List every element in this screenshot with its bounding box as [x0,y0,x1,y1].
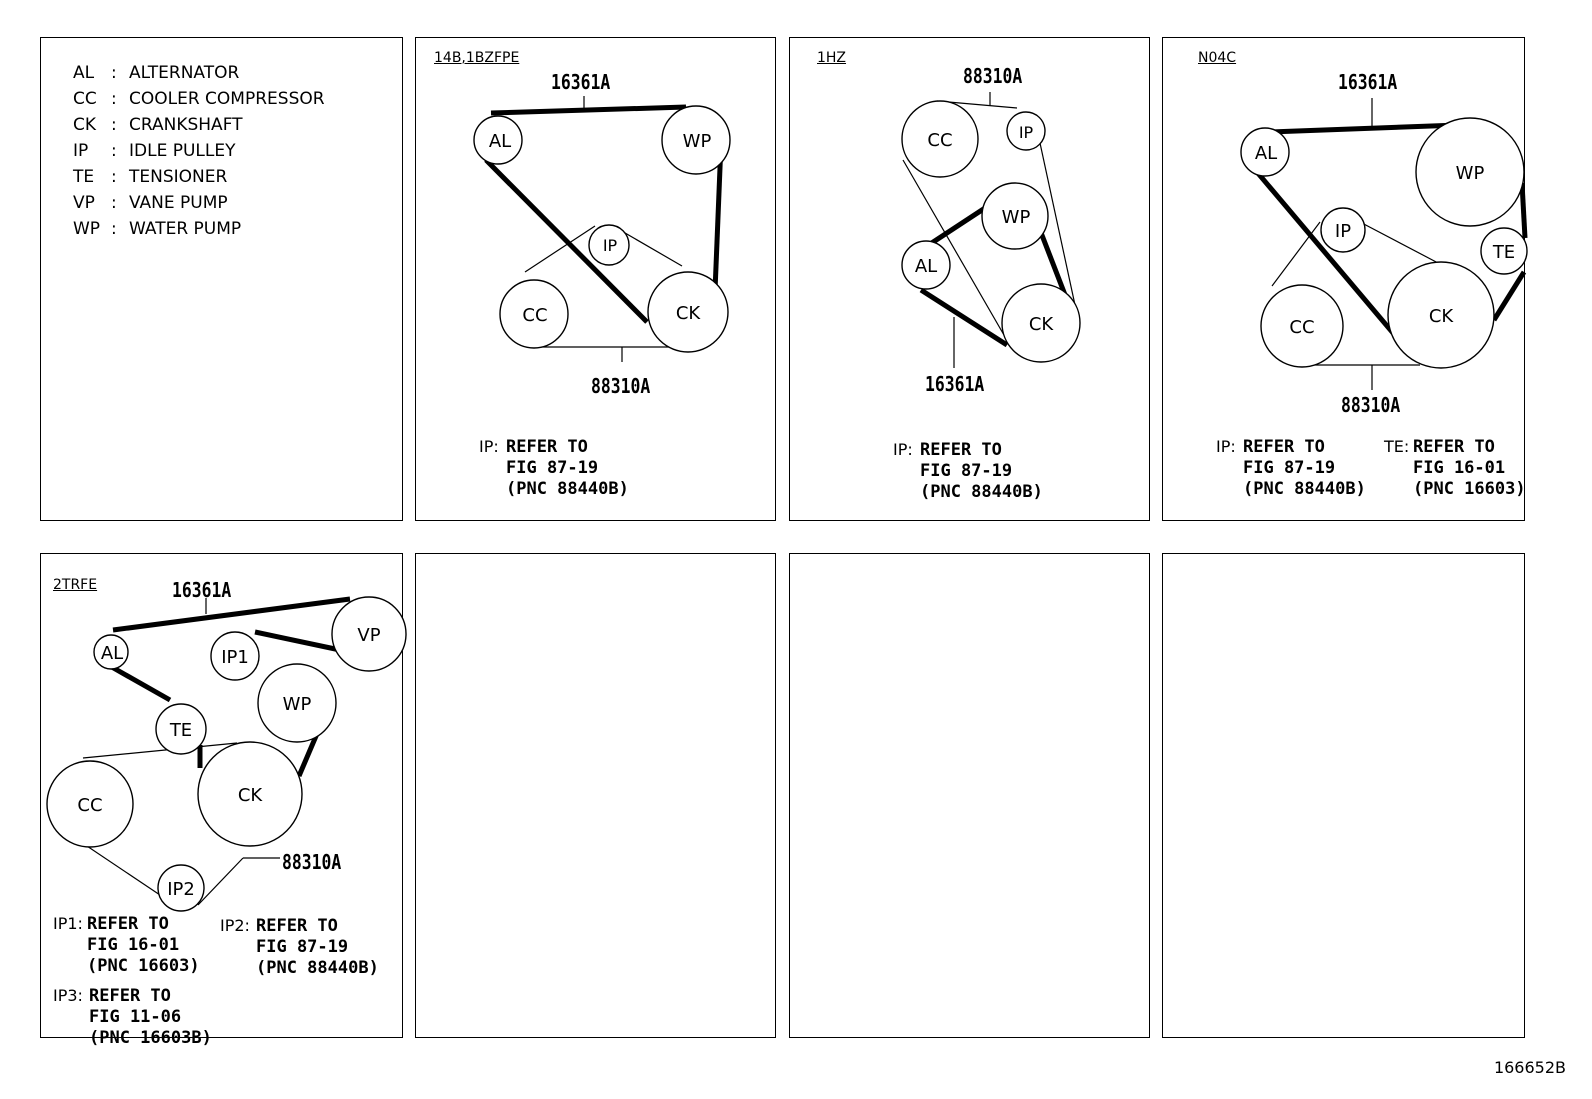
pulley-label: CC [77,795,102,816]
pulley-label: AL [1255,143,1277,164]
pulley-wp [661,105,731,175]
ref-note-ip2: IP2: REFER TO FIG 87-19 (PNC 88440B) [220,916,379,978]
legend-row-te: TE:TENSIONER [73,167,228,187]
pulley-label: TE [1492,242,1515,263]
engine-tag-n04c: N04C [1198,50,1237,66]
pulley-label: IP [1335,221,1351,242]
diagram-n04c: AL WP IP TE CC CK [1240,98,1528,390]
legend-row-wp: WP:WATER PUMP [73,219,242,239]
panel-legend [40,37,403,521]
panel-empty-3 [1162,553,1525,1038]
pulley-label: WP [1456,163,1485,184]
pulley-ip2 [157,864,205,912]
pulley-ck [1387,261,1495,369]
pulley-label: CC [927,130,952,151]
pulley-cc [1260,284,1344,368]
pulley-label: WP [1002,207,1031,228]
legend-row-ck: CK:CRANKSHAFT [73,115,243,135]
legend-row-cc: CC:COOLER COMPRESSOR [73,89,325,109]
pulley-label: WP [683,131,712,152]
panel-empty-1 [415,553,776,1038]
pulley-label: CK [676,303,702,324]
pulley-ck [647,271,729,353]
panel-empty-2 [789,553,1150,1038]
ref-note-te: TE: REFER TO FIG 16-01 (PNC 16603) [1384,437,1526,499]
pulley-label: TE [169,720,192,741]
pulley-al [1240,127,1290,177]
ref-note-ip: IP: REFER TO FIG 87-19 (PNC 88440B) [1216,437,1366,499]
diagram-2trfe: AL IP1 VP WP TE CC CK IP2 [46,596,407,912]
pulley-al [93,634,129,670]
pulley-legend: AL:ALTERNATOR CC:COOLER COMPRESSOR CK:CR… [73,60,325,242]
pulley-label: CK [1029,314,1055,335]
pulley-label: AL [101,643,123,664]
pulley-label: AL [915,256,937,277]
pulley-wp [257,663,337,743]
pulley-ip [1006,111,1046,151]
legend-row-ip: IP:IDLE PULLEY [73,141,236,161]
ref-note-ip: IP: REFER TO FIG 87-19 (PNC 88440B) [479,437,629,499]
pulley-cc [499,279,569,349]
ref-note-ip3: IP3: REFER TO FIG 11-06 (PNC 16603B) [53,986,212,1048]
engine-tag-2trfe: 2TRFE [53,577,98,593]
part-number-belt: 16361A [925,372,985,396]
pulley-ip1 [210,631,260,681]
pulley-label: IP [1019,123,1034,142]
diagram-14b-1bzfpe: AL WP IP CC CK [473,96,731,362]
pulley-label: CC [1289,317,1314,338]
pulley-al [901,240,951,290]
pulley-label: VP [357,625,380,646]
pulley-label: IP [603,236,618,255]
pulley-al [473,115,523,165]
pulley-label: WP [283,694,312,715]
pulley-te [1480,227,1528,275]
part-number-belt: 88310A [282,850,342,874]
ref-note-ip1: IP1: REFER TO FIG 16-01 (PNC 16603) [53,914,200,976]
figure-number: 166652B [1493,1058,1566,1077]
part-number-belt: 16361A [1338,70,1398,94]
pulley-wp [1415,117,1525,227]
part-number-belt: 88310A [1341,393,1401,417]
part-number-belt: 88310A [591,374,651,398]
part-number-belt: 88310A [963,64,1023,88]
engine-tag-14b-1bzfpe: 14B,1BZFPE [434,50,520,66]
legend-row-vp: VP:VANE PUMP [73,193,228,213]
engine-tag-1hz: 1HZ [817,50,847,66]
pulley-ck [197,741,303,847]
pulley-vp [331,596,407,672]
pulley-cc [46,760,134,848]
diagram-1hz: CC IP WP AL CK [901,92,1081,368]
pulley-ip [1320,207,1366,253]
pulley-label: IP2 [167,879,195,900]
pulley-te [155,703,207,755]
pulley-label: AL [489,131,511,152]
pulley-label: CK [238,785,264,806]
pulley-ck [1001,283,1081,363]
part-number-belt: 16361A [172,578,232,602]
pulley-label: IP1 [221,647,249,668]
pulley-ip [588,224,630,266]
ref-note-ip: IP: REFER TO FIG 87-19 (PNC 88440B) [893,440,1043,502]
legend-row-al: AL:ALTERNATOR [73,63,240,83]
pulley-label: CC [522,305,547,326]
pulley-wp [981,182,1049,250]
pulley-label: CK [1429,306,1455,327]
pulley-cc [901,100,979,178]
part-number-belt: 16361A [551,70,611,94]
